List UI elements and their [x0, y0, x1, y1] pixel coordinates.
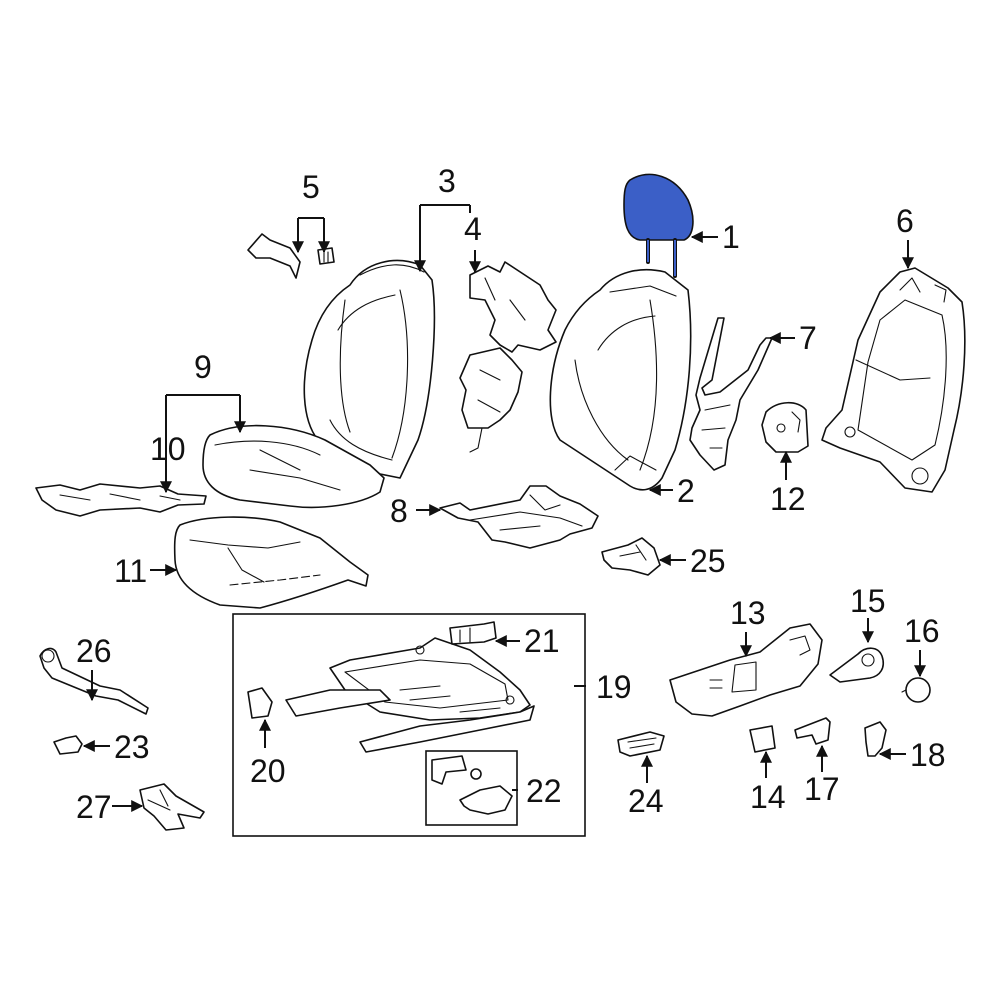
sub-part-22-box	[425, 750, 518, 826]
seat-track-part[interactable]	[285, 637, 535, 753]
lever-cover-part[interactable]	[794, 717, 831, 745]
bracket-27-part[interactable]	[139, 783, 205, 831]
cushion-heater-part[interactable]	[35, 483, 207, 517]
recliner-knob-part[interactable]	[829, 647, 885, 683]
track-part-21-part[interactable]	[449, 621, 497, 645]
callout-4[interactable]: 4	[464, 211, 482, 247]
bracket-part[interactable]	[864, 721, 887, 757]
bracket-24-part[interactable]	[617, 731, 665, 757]
callout-labels: 1 2 3 4 5 6 7 8 9 10 11 12 13 14 15 16 1…	[76, 163, 946, 825]
headrest-part[interactable]	[623, 173, 694, 278]
seatback-pad-part[interactable]	[549, 268, 692, 491]
bracket-25-part[interactable]	[601, 537, 661, 576]
callout-8[interactable]: 8	[390, 493, 408, 529]
callout-16[interactable]: 16	[904, 613, 940, 649]
wire-harness-part[interactable]	[39, 647, 149, 715]
callout-17[interactable]: 17	[804, 771, 840, 807]
callout-13[interactable]: 13	[730, 595, 766, 631]
callout-25[interactable]: 25	[690, 543, 726, 579]
side-shield-part[interactable]	[669, 623, 823, 717]
callout-9[interactable]: 9	[194, 349, 212, 385]
seatback-frame-part[interactable]	[821, 267, 966, 493]
callout-23[interactable]: 23	[114, 729, 150, 765]
callout-11[interactable]: 11	[114, 553, 147, 589]
callout-12[interactable]: 12	[770, 481, 806, 517]
callout-14[interactable]: 14	[750, 779, 786, 815]
callout-2[interactable]: 2	[677, 473, 695, 509]
leader-lines	[82, 204, 926, 812]
track-cover-20-part[interactable]	[247, 687, 273, 719]
cushion-pad-part[interactable]	[173, 516, 369, 609]
hinge-cover-part[interactable]	[761, 401, 809, 453]
callout-27[interactable]: 27	[76, 789, 112, 825]
callout-20[interactable]: 20	[250, 753, 286, 789]
handle-22-part[interactable]	[431, 755, 513, 815]
lumbar-support-part[interactable]	[689, 317, 773, 471]
callout-22[interactable]: 22	[526, 773, 562, 809]
callout-19[interactable]: 19	[596, 669, 632, 705]
callout-24[interactable]: 24	[628, 783, 664, 819]
seat-track-group-box	[232, 613, 586, 837]
callout-3[interactable]: 3	[438, 163, 456, 199]
callout-21[interactable]: 21	[524, 623, 560, 659]
cap-part[interactable]	[749, 725, 776, 753]
callout-18[interactable]: 18	[910, 737, 946, 773]
seat-track-group	[232, 613, 586, 837]
seatback-heater-part[interactable]	[459, 261, 557, 453]
callout-6[interactable]: 6	[896, 203, 914, 239]
callout-15[interactable]: 15	[850, 583, 886, 619]
button-part[interactable]	[901, 677, 931, 703]
trim-clip-part[interactable]	[247, 233, 335, 279]
callout-5[interactable]: 5	[302, 169, 320, 205]
callout-1[interactable]: 1	[722, 219, 740, 255]
clip-23-part[interactable]	[53, 735, 83, 755]
callout-7[interactable]: 7	[799, 320, 817, 356]
seat-spring-part[interactable]	[439, 485, 599, 549]
callout-10[interactable]: 10	[150, 431, 186, 467]
cushion-cover-part[interactable]	[202, 424, 385, 509]
seatback-cover-part[interactable]	[303, 259, 436, 479]
callout-26[interactable]: 26	[76, 633, 112, 669]
